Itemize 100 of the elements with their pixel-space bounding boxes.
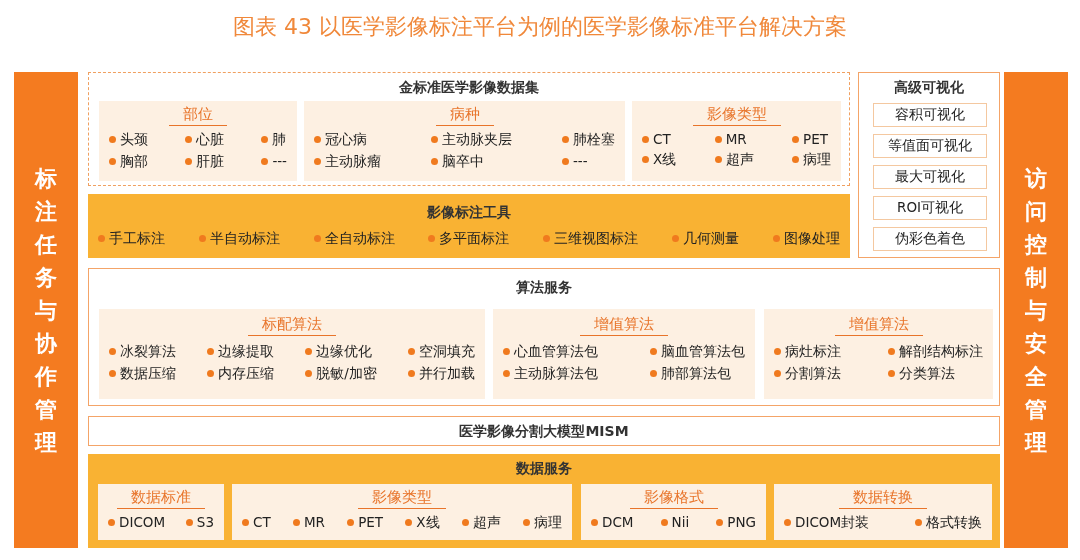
list-item: 肝脏: [185, 153, 225, 171]
list-item: 解剖结构标注: [888, 343, 983, 361]
list-item: CT: [642, 131, 677, 147]
list-item: MR: [292, 514, 325, 532]
heading: 算法服务: [515, 279, 573, 297]
list-item: 分割算法: [774, 365, 841, 383]
feature-label: 最大可视化: [895, 168, 965, 186]
dataset-panel: [88, 72, 850, 186]
list-item: 多平面标注: [428, 230, 510, 248]
list-item: PET: [792, 131, 831, 147]
feature-label: 容积可视化: [895, 106, 965, 124]
list-item: DICOM: [108, 514, 166, 530]
heading: 高级可视化: [893, 79, 965, 97]
list-item: PNG: [716, 514, 756, 530]
list-item: 头颈: [109, 131, 148, 149]
heading: 病种: [435, 105, 494, 126]
list-item: 脑血管算法包: [650, 343, 745, 361]
list-item: CT: [242, 514, 271, 532]
feature-label: ROI可视化: [897, 199, 963, 217]
heading: 数据标准: [117, 488, 205, 509]
category-box: [99, 309, 485, 399]
list-item: 并行加载: [408, 365, 475, 383]
list-item: 内存压缩: [207, 365, 275, 383]
list-item: 肺部算法包: [650, 365, 745, 383]
category-box: [774, 484, 992, 540]
list-item: 几何测量: [672, 230, 740, 248]
list-item: 主动脉夹层: [431, 131, 512, 149]
list-item: X线: [642, 151, 677, 169]
band-label: 访问控制与安全管理: [1024, 164, 1048, 457]
list-item: 肺栓塞: [562, 131, 615, 149]
list-item: 三维视图标注: [543, 230, 639, 248]
list-item: 分类算法: [888, 365, 983, 383]
category-box: [99, 101, 297, 181]
list-item: X线: [405, 514, 440, 532]
category-box: [764, 309, 993, 399]
feature-box: [873, 134, 987, 158]
list-item: 冠心病: [314, 131, 381, 149]
category-box: [581, 484, 766, 540]
list-item: DICOM封装: [784, 514, 870, 532]
heading: 影像格式: [629, 488, 718, 509]
category-box: [632, 101, 841, 181]
list-item: PET: [347, 514, 384, 532]
category-box: [98, 484, 224, 540]
feature-box: [873, 196, 987, 220]
category-box: [232, 484, 572, 540]
list-item: 脑卒中: [431, 153, 512, 171]
category-box: [493, 309, 755, 399]
list-item: 格式转换: [915, 514, 982, 532]
heading: 增值算法: [580, 315, 668, 336]
list-item: 空洞填充: [408, 343, 475, 361]
feature-box: [873, 227, 987, 251]
list-item: Nii: [660, 514, 690, 530]
list-item: 主动脉算法包: [503, 365, 598, 383]
list-item: MR: [714, 131, 754, 147]
list-item: 胸部: [109, 153, 148, 171]
list-item: 肺: [261, 131, 287, 149]
list-item: S3: [185, 514, 214, 530]
heading: 影像类型: [692, 105, 781, 126]
list-item: 心血管算法包: [503, 343, 598, 361]
band-label: 标注任务与协作管理: [34, 164, 58, 457]
heading: 影像类型: [358, 488, 446, 509]
side-band: [14, 72, 78, 548]
heading: 医学影像分割大模型MISM: [458, 423, 630, 441]
list-item: 病理: [523, 514, 562, 532]
list-item: 主动脉瘤: [314, 153, 381, 171]
list-item: 边缘优化: [305, 343, 377, 361]
heading: 部位: [169, 105, 227, 126]
heading: 数据转换: [839, 488, 927, 509]
service-panel: [88, 416, 1000, 446]
feature-box: [873, 103, 987, 127]
list-item: 冰裂算法: [109, 343, 176, 361]
list-item: 半自动标注: [198, 230, 280, 248]
heading: 金标准医学影像数据集: [398, 79, 540, 97]
side-band: [1004, 72, 1068, 548]
list-item: 病理: [792, 151, 831, 169]
list-item: 心脏: [185, 131, 225, 149]
list-item: 边缘提取: [207, 343, 275, 361]
feature-label: 等值面可视化: [888, 137, 972, 155]
heading: 增值算法: [834, 315, 923, 336]
category-box: [304, 101, 625, 181]
list-item: 超声: [714, 151, 754, 169]
service-panel: [88, 454, 1000, 548]
feature-box: [873, 165, 987, 189]
heading: 数据服务: [515, 460, 573, 478]
list-item: 图像处理: [772, 230, 840, 248]
title: 图表 43 以医学影像标注平台为例的医学影像标准平台解决方案: [232, 13, 848, 41]
list-item: 病灶标注: [774, 343, 841, 361]
list-item: DCM: [591, 514, 634, 530]
feature-label: 伪彩色着色: [895, 230, 965, 248]
list-item: 手工标注: [98, 230, 165, 248]
list-item: ---: [261, 153, 287, 171]
service-panel: [88, 268, 1000, 406]
list-item: 超声: [461, 514, 501, 532]
list-item: 脱敏/加密: [305, 365, 377, 383]
service-panel: [88, 194, 850, 258]
heading: 影像标注工具: [426, 204, 512, 222]
list-item: 全自动标注: [313, 230, 395, 248]
list-item: ---: [562, 153, 615, 171]
list-item: 数据压缩: [109, 365, 176, 383]
visualization-panel: [858, 72, 1000, 258]
